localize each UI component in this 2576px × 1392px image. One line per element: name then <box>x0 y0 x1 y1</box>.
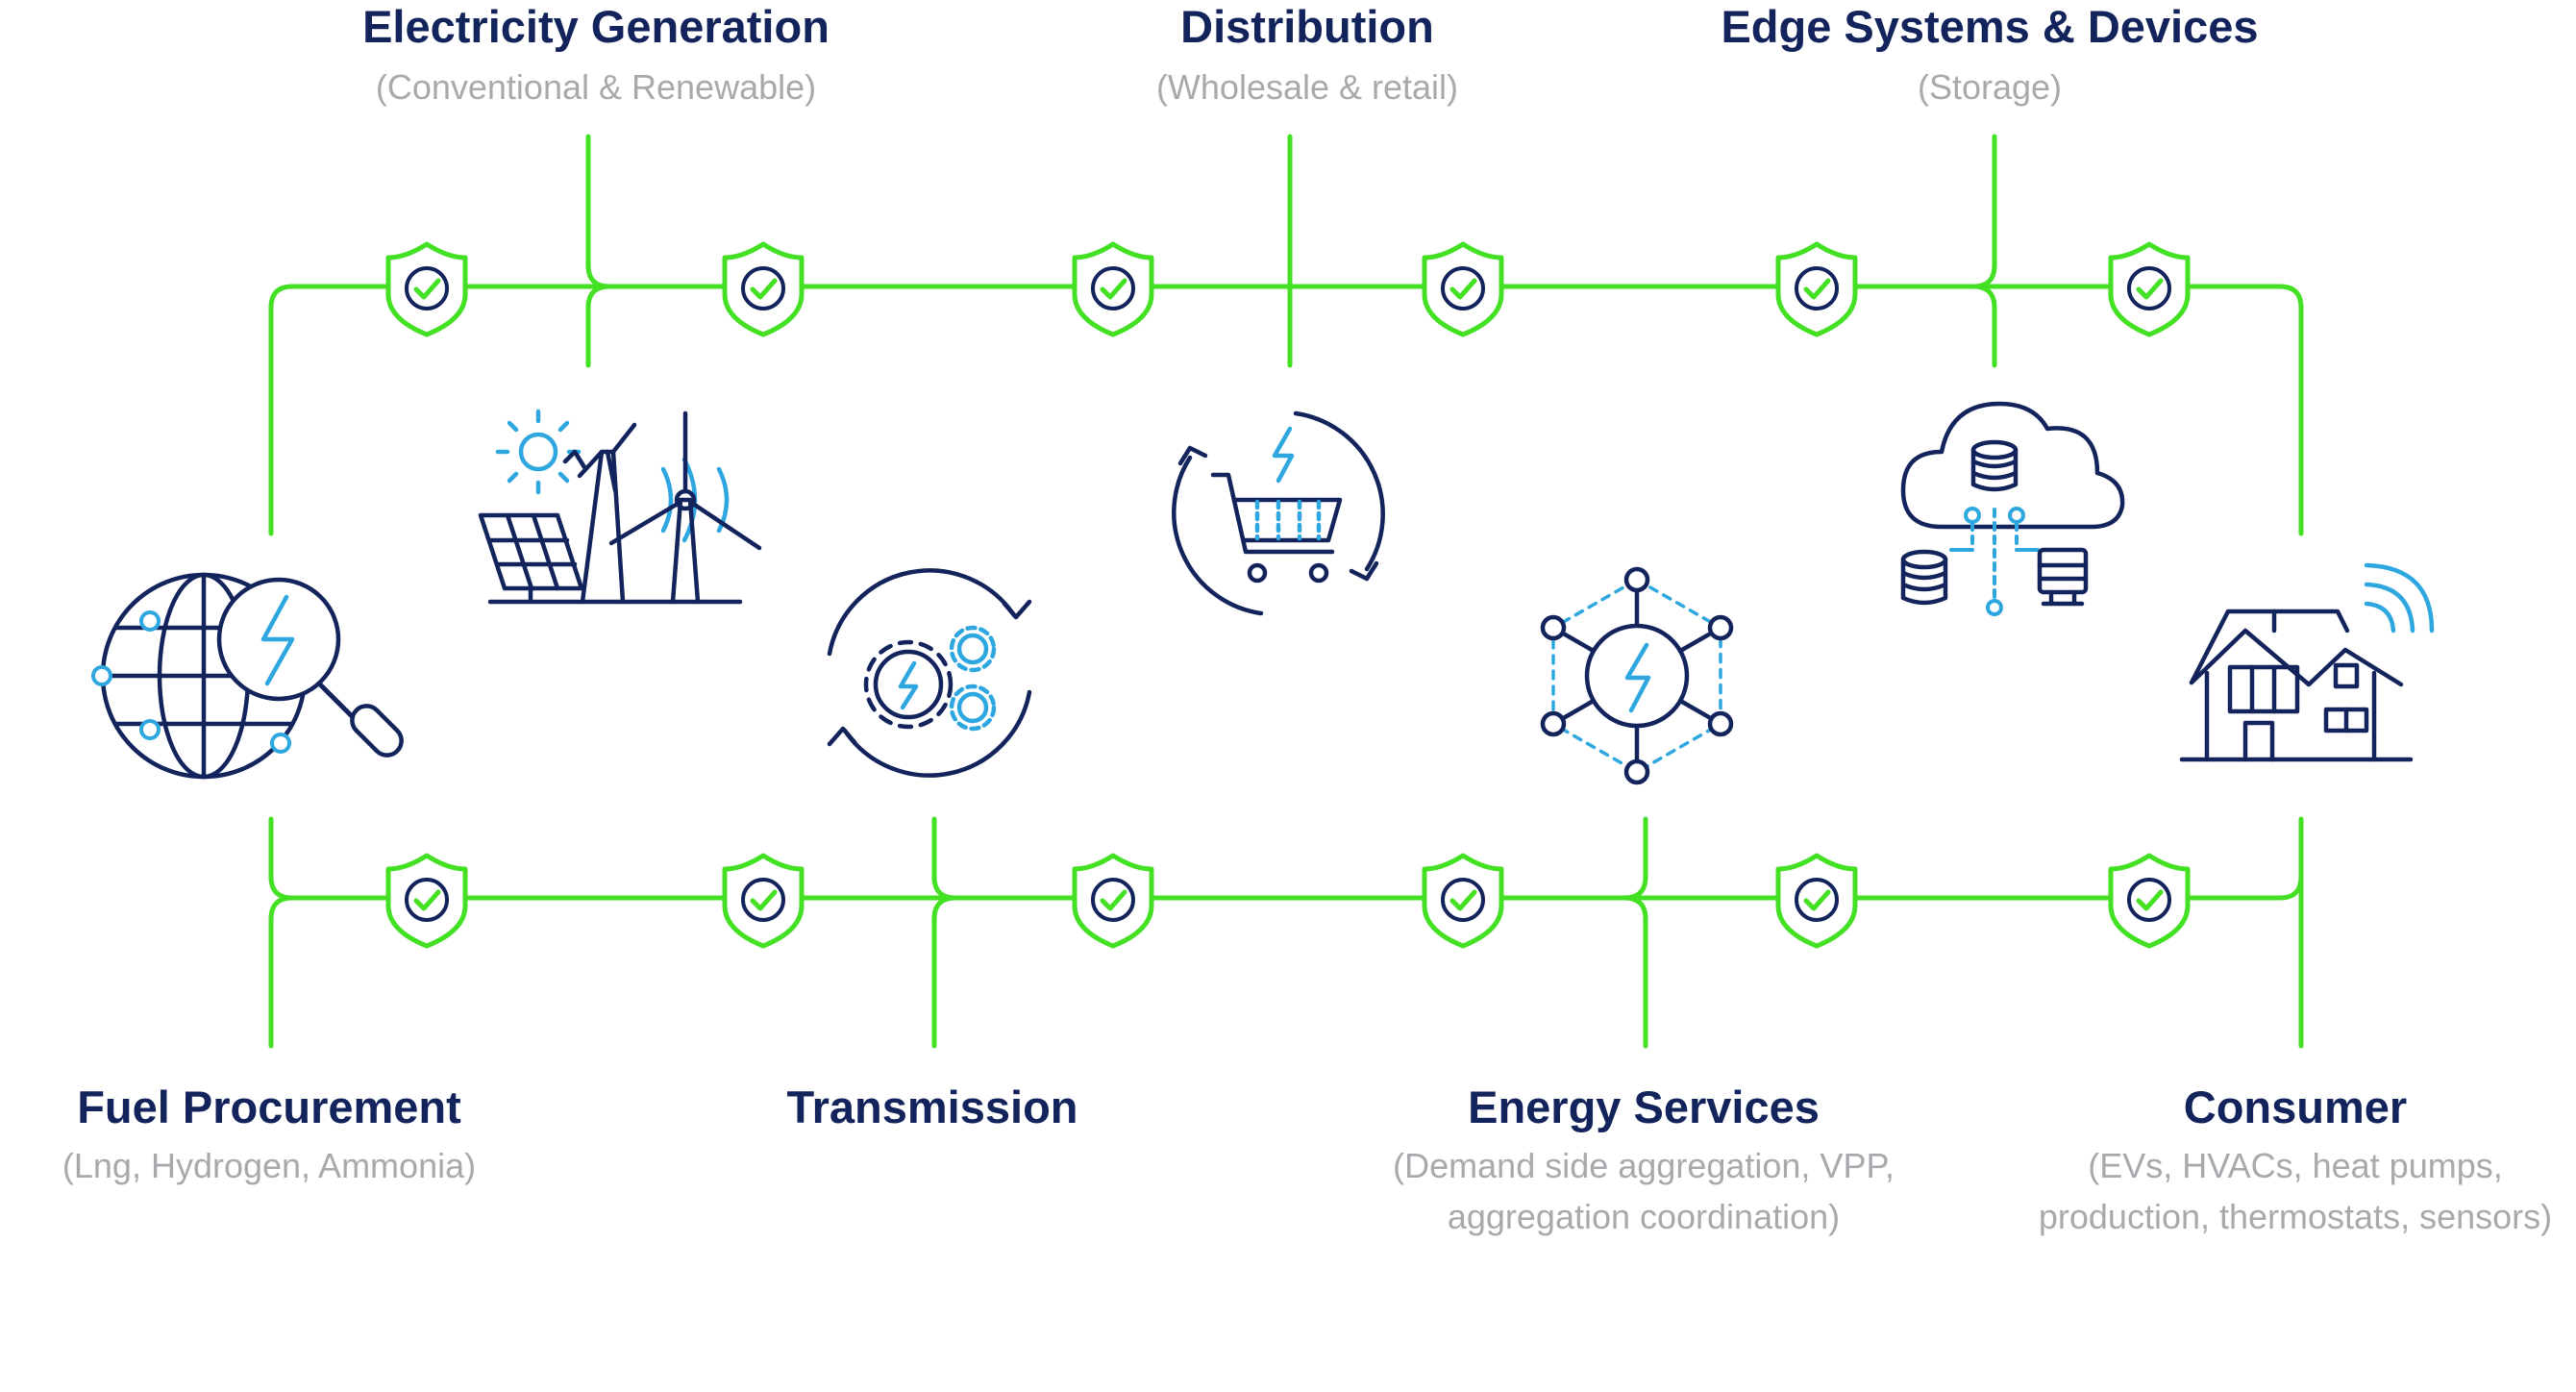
globe-search-icon <box>91 572 404 780</box>
electricity-generation-stubs <box>585 134 612 368</box>
stage-subtitle-line-2: aggregation coordination) <box>1447 1197 1841 1236</box>
shield-check-icon <box>722 853 805 949</box>
shield-check-icon <box>1775 241 1858 337</box>
shield-check-icon <box>1072 853 1154 949</box>
stage-subtitle: (Demand side aggregation, VPP, <box>1393 1146 1895 1185</box>
stage-title: Energy Services <box>1468 1081 1820 1132</box>
connector-lines <box>268 134 2304 1049</box>
stage-title: Fuel Procurement <box>77 1081 461 1132</box>
top-bus-line <box>268 284 2304 536</box>
cloud-storage-icon <box>1900 401 2125 616</box>
shield-check-icon <box>385 853 468 949</box>
shield-check-icon <box>1072 241 1154 337</box>
stage-consumer: Consumer (EVs, HVACs, heat pumps, produc… <box>2017 1081 2574 1242</box>
stage-subtitle: (EVs, HVACs, heat pumps, <box>2088 1146 2503 1185</box>
stage-distribution: Distribution (Wholesale & retail) <box>1067 0 1548 112</box>
edge-systems-stubs <box>1970 134 1997 368</box>
stage-subtitle: (Conventional & Renewable) <box>375 67 817 107</box>
stage-subtitle: (Storage) <box>1917 67 2063 107</box>
security-shields <box>385 241 2191 949</box>
stage-subtitle: (Lng, Hydrogen, Ammonia) <box>62 1146 477 1185</box>
stage-title: Transmission <box>786 1081 1078 1132</box>
smart-home-icon <box>2179 562 2435 762</box>
stage-title: Distribution <box>1180 1 1434 52</box>
stage-fuel-procurement: Fuel Procurement (Lng, Hydrogen, Ammonia… <box>19 1081 519 1191</box>
shield-check-icon <box>385 241 468 337</box>
stage-energy-services: Energy Services (Demand side aggregation… <box>1336 1081 1951 1242</box>
renewable-generation-icon <box>478 409 762 605</box>
shield-check-icon <box>722 241 805 337</box>
energy-services-stubs <box>1622 816 1648 1049</box>
transmission-gears-icon <box>827 568 1032 778</box>
shield-check-icon <box>2108 241 2191 337</box>
stage-transmission: Transmission <box>740 1081 1125 1134</box>
shield-check-icon <box>2108 853 2191 949</box>
bottom-bus-line <box>268 816 2304 901</box>
transmission-stubs <box>931 816 958 1049</box>
shopping-cart-icon <box>1172 410 1385 616</box>
stage-subtitle: (Wholesale & retail) <box>1155 67 1459 107</box>
stage-subtitle-line-2: production, thermostats, sensors) <box>2038 1197 2553 1236</box>
stage-title: Electricity Generation <box>362 1 830 52</box>
stage-edge-systems-devices: Edge Systems & Devices (Storage) <box>1653 0 2326 112</box>
shield-check-icon <box>1422 241 1504 337</box>
shield-check-icon <box>1775 853 1858 949</box>
energy-network-icon <box>1540 566 1734 785</box>
stage-title: Edge Systems & Devices <box>1721 1 2259 52</box>
shield-check-icon <box>1422 853 1504 949</box>
stage-title: Consumer <box>2183 1081 2408 1132</box>
fuel-procurement-stub <box>268 895 295 1049</box>
stage-electricity-generation: Electricity Generation (Conventional & R… <box>308 0 884 112</box>
